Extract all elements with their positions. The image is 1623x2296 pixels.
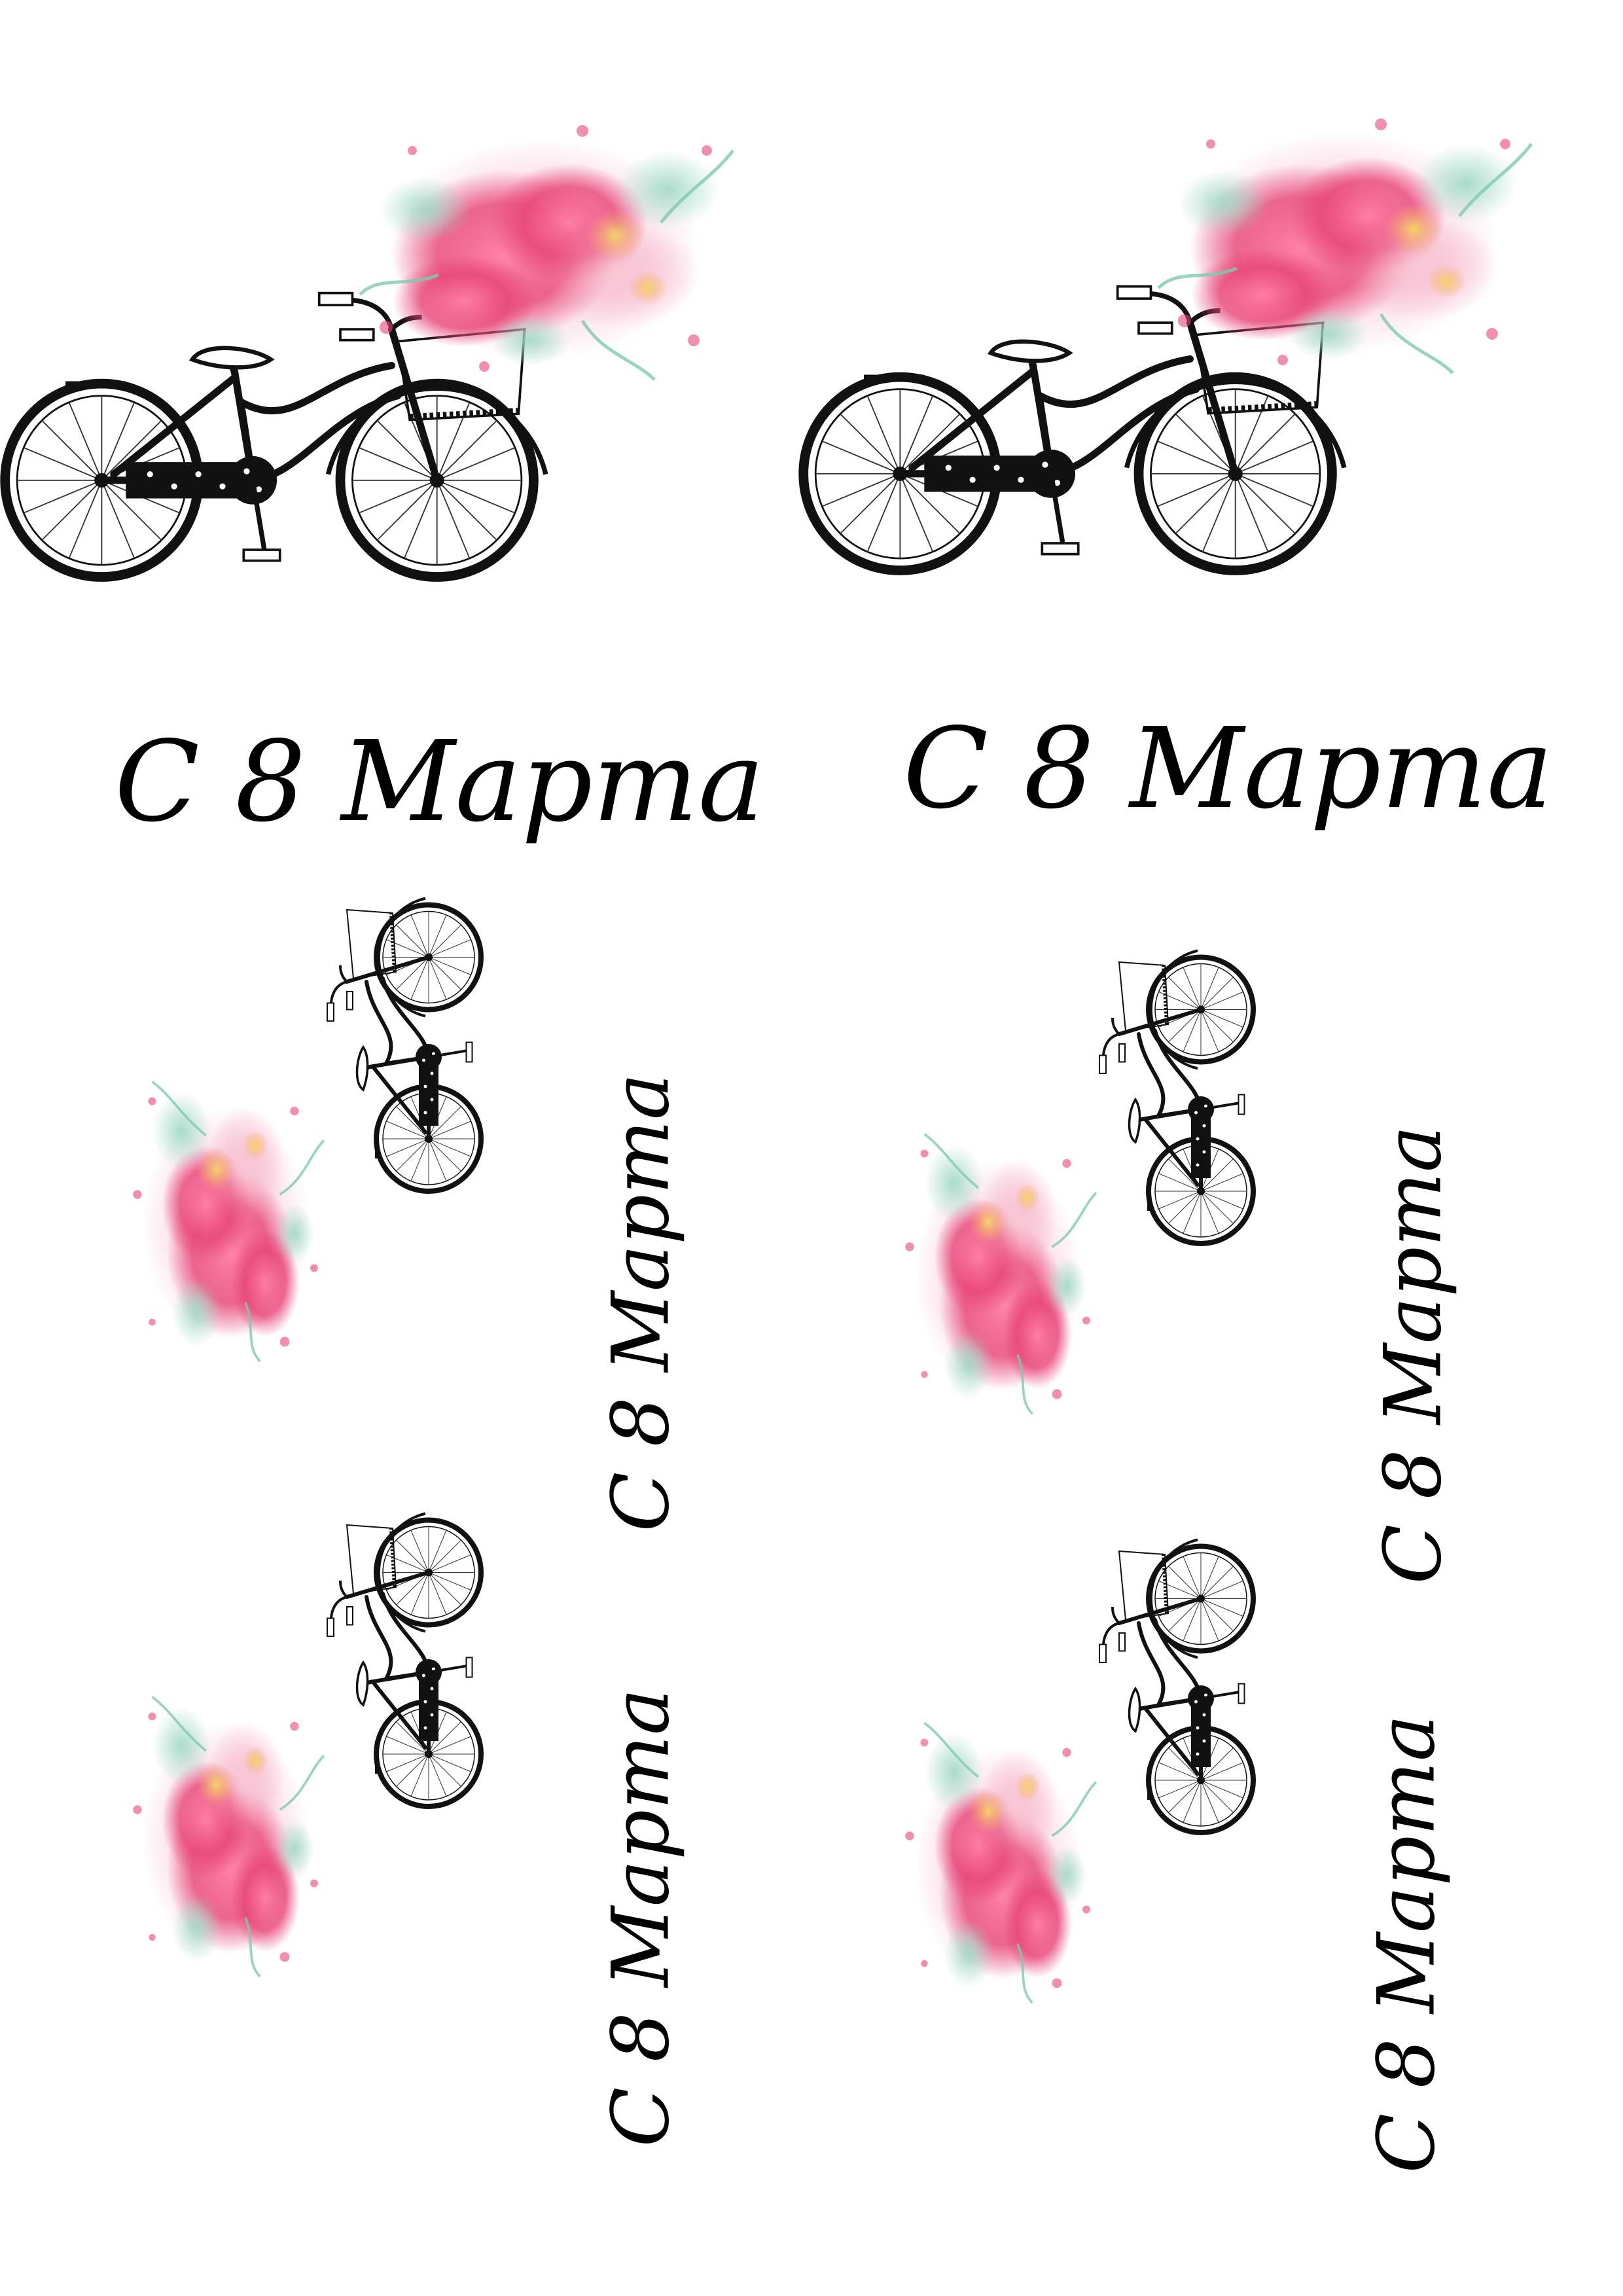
- greeting-text: С 8 Марта: [1368, 1125, 1459, 1585]
- card-horizontal-2: С 8 Марта: [812, 0, 1623, 929]
- greeting-text: С 8 Марта: [596, 1688, 687, 2147]
- watercolor-bouquet-icon: [904, 1132, 1097, 1415]
- card-horizontal-1: С 8 Марта: [0, 0, 812, 929]
- card-vertical-4: С 8 Марта: [812, 1662, 1623, 2238]
- card-vertical-3: С 8 Марта: [0, 1636, 812, 2212]
- greeting-text: С 8 Марта: [115, 717, 765, 847]
- watercolor-bouquet-icon: [353, 111, 733, 386]
- greeting-text: С 8 Марта: [903, 704, 1554, 834]
- greeting-text: С 8 Марта: [596, 1073, 687, 1532]
- watercolor-bouquet-icon: [132, 1695, 325, 1978]
- greeting-text: С 8 Марта: [1361, 1714, 1453, 2174]
- card-vertical-1: С 8 Марта: [0, 1021, 812, 1597]
- watercolor-bouquet-icon: [904, 1721, 1097, 2004]
- card-vertical-2: С 8 Марта: [812, 1073, 1623, 1649]
- watercolor-bouquet-icon: [132, 1080, 325, 1363]
- watercolor-bouquet-icon: [1152, 105, 1531, 380]
